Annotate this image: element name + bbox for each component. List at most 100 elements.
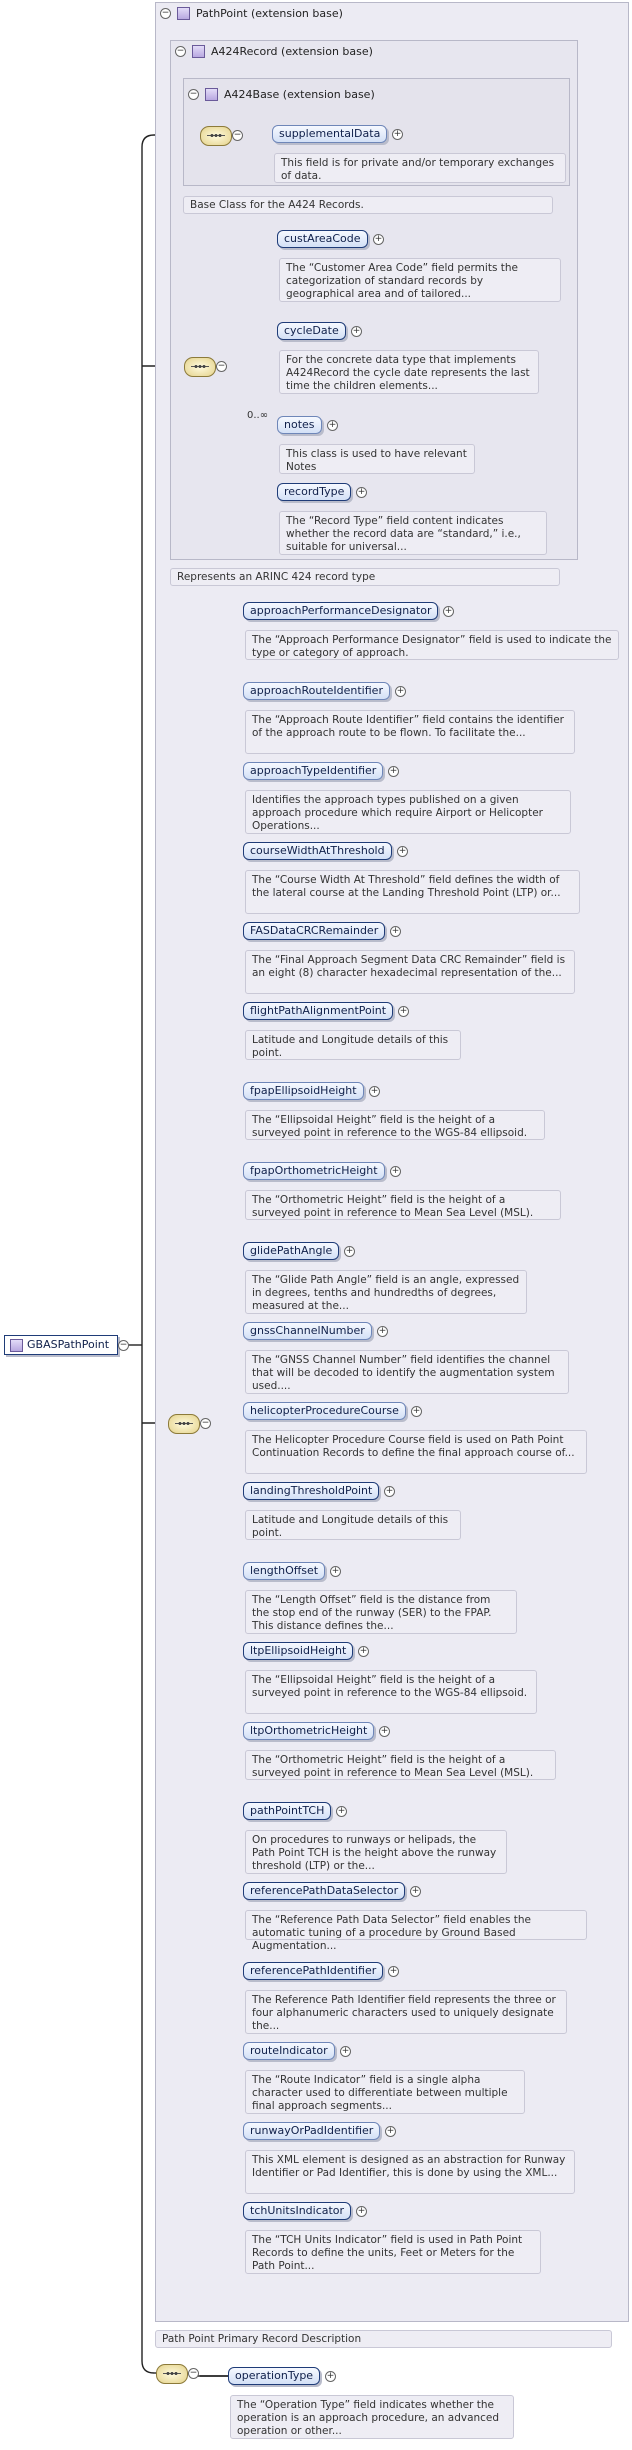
element-documentation: This class is used to have relevant Note… [279,444,475,474]
element-name: supplementalData [279,127,381,140]
element-ltpOrthometricHeight[interactable]: ltpOrthometricHeight [243,1722,375,1740]
element-name: runwayOrPadIdentifier [250,2124,374,2137]
expand-icon[interactable]: + [379,1726,390,1737]
expand-icon[interactable]: + [330,1566,341,1577]
element-landingThresholdPoint[interactable]: landingThresholdPoint [243,1482,380,1500]
expand-icon[interactable]: + [388,1966,399,1977]
sequence-collapse-icon[interactable]: − [232,130,243,141]
expand-icon[interactable]: + [327,420,338,431]
sequence-collapse-icon[interactable]: − [200,1418,211,1429]
expand-icon[interactable]: + [336,1806,347,1817]
sequence-collapse-icon[interactable]: − [188,2368,199,2379]
element-FASDataCRCRemainder[interactable]: FASDataCRCRemainder [243,922,386,940]
sequence-compositor-icon[interactable] [200,126,232,146]
expand-icon[interactable]: + [373,234,384,245]
expand-icon[interactable]: + [384,1486,395,1497]
element-documentation: The “Length Offset” field is the distanc… [245,1590,517,1634]
collapse-icon[interactable]: − [175,45,186,57]
element-name: helicopterProcedureCourse [250,1404,399,1417]
root-element-gbaspathpoint[interactable]: GBASPathPoint [4,1335,119,1355]
expand-icon[interactable]: + [388,766,399,777]
element-documentation: Identifies the approach types published … [245,790,571,834]
element-recordType[interactable]: recordType [277,483,352,501]
element-documentation: The “Orthometric Height” field is the he… [245,1190,561,1220]
element-approachTypeIdentifier[interactable]: approachTypeIdentifier [243,762,384,780]
expand-icon[interactable]: + [369,1086,380,1097]
a424base-extension-header[interactable]: − A424Base (extension base) [188,85,375,103]
sequence-compositor-icon[interactable] [156,2364,188,2384]
root-collapse-icon[interactable]: − [118,1340,129,1351]
element-documentation: The “Customer Area Code” field permits t… [279,258,561,302]
collapse-icon[interactable]: − [160,7,171,19]
expand-icon[interactable]: + [397,846,408,857]
expand-icon[interactable]: + [411,1406,422,1417]
element-name: notes [284,418,315,431]
expand-icon[interactable]: + [385,2126,396,2137]
element-referencePathIdentifier[interactable]: referencePathIdentifier [243,1962,384,1980]
element-routeIndicator[interactable]: routeIndicator [243,2042,335,2060]
element-approachRouteIdentifier[interactable]: approachRouteIdentifier [243,682,390,700]
expand-icon[interactable]: + [351,326,362,337]
sequence-compositor-icon[interactable] [168,1414,200,1434]
element-gnssChannelNumber[interactable]: gnssChannelNumber [243,1322,372,1340]
element-name: FASDataCRCRemainder [250,924,379,937]
element-flightPathAlignmentPoint[interactable]: flightPathAlignmentPoint [243,1002,394,1020]
a424record-extension-header[interactable]: − A424Record (extension base) [175,42,373,60]
element-supplementalData[interactable]: supplementalData [272,125,388,143]
expand-icon[interactable]: + [356,487,367,498]
expand-icon[interactable]: + [356,2206,367,2217]
pathpoint-documentation: Path Point Primary Record Description [155,2330,612,2348]
element-referencePathDataSelector[interactable]: referencePathDataSelector [243,1882,406,1900]
expand-icon[interactable]: + [398,1006,409,1017]
expand-icon[interactable]: + [344,1246,355,1257]
expand-icon[interactable]: + [340,2046,351,2057]
element-ltpEllipsoidHeight[interactable]: ltpEllipsoidHeight [243,1642,354,1660]
expand-icon[interactable]: + [358,1646,369,1657]
element-fpapOrthometricHeight[interactable]: fpapOrthometricHeight [243,1162,385,1180]
element-documentation: The “Ellipsoidal Height” field is the he… [245,1110,545,1140]
element-documentation: The “GNSS Channel Number” field identifi… [245,1350,569,1394]
expand-icon[interactable]: + [395,686,406,697]
sequence-compositor-icon[interactable] [184,357,216,377]
element-name: approachTypeIdentifier [250,764,377,777]
expand-icon[interactable]: + [443,606,454,617]
element-runwayOrPadIdentifier[interactable]: runwayOrPadIdentifier [243,2122,381,2140]
element-tchUnitsIndicator[interactable]: tchUnitsIndicator [243,2202,352,2220]
sequence-collapse-icon[interactable]: − [216,361,227,372]
element-documentation: The “Record Type” field content indicate… [279,511,547,555]
expand-icon[interactable]: + [392,129,403,140]
element-documentation: The “Route Indicator” field is a single … [245,2070,525,2114]
element-documentation: The “Reference Path Data Selector” field… [245,1910,587,1952]
element-name: fpapEllipsoidHeight [250,1084,357,1097]
expand-icon[interactable]: + [390,1166,401,1177]
element-documentation: Latitude and Longitude details of this p… [245,1030,461,1060]
element-pathPointTCH[interactable]: pathPointTCH [243,1802,332,1820]
element-documentation: For the concrete data type that implemen… [279,350,539,394]
expand-icon[interactable]: + [377,1326,388,1337]
element-lengthOffset[interactable]: lengthOffset [243,1562,326,1580]
element-name: gnssChannelNumber [250,1324,365,1337]
element-approachPerformanceDesignator[interactable]: approachPerformanceDesignator [243,602,439,620]
element-name: cycleDate [284,324,339,337]
element-name: approachRouteIdentifier [250,684,383,697]
element-cycleDate[interactable]: cycleDate [277,322,346,340]
element-name: approachPerformanceDesignator [250,604,432,617]
element-custAreaCode[interactable]: custAreaCode [277,230,368,248]
element-notes[interactable]: notes [277,416,322,434]
element-operationType[interactable]: operationType [228,2367,321,2385]
element-name: operationType [235,2369,314,2382]
element-documentation: This field is for private and/or tempora… [274,153,566,183]
element-glidePathAngle[interactable]: glidePathAngle [243,1242,340,1260]
element-courseWidthAtThreshold[interactable]: courseWidthAtThreshold [243,842,392,860]
expand-icon[interactable]: + [410,1886,421,1897]
element-name: courseWidthAtThreshold [250,844,385,857]
element-helicopterProcedureCourse[interactable]: helicopterProcedureCourse [243,1402,406,1420]
collapse-icon[interactable]: − [188,88,199,100]
element-fpapEllipsoidHeight[interactable]: fpapEllipsoidHeight [243,1082,364,1100]
pathpoint-extension-header[interactable]: − PathPoint (extension base) [160,4,343,22]
expand-icon[interactable]: + [325,2371,336,2382]
expand-icon[interactable]: + [390,926,401,937]
complex-type-icon [177,6,190,20]
element-name: recordType [284,485,345,498]
